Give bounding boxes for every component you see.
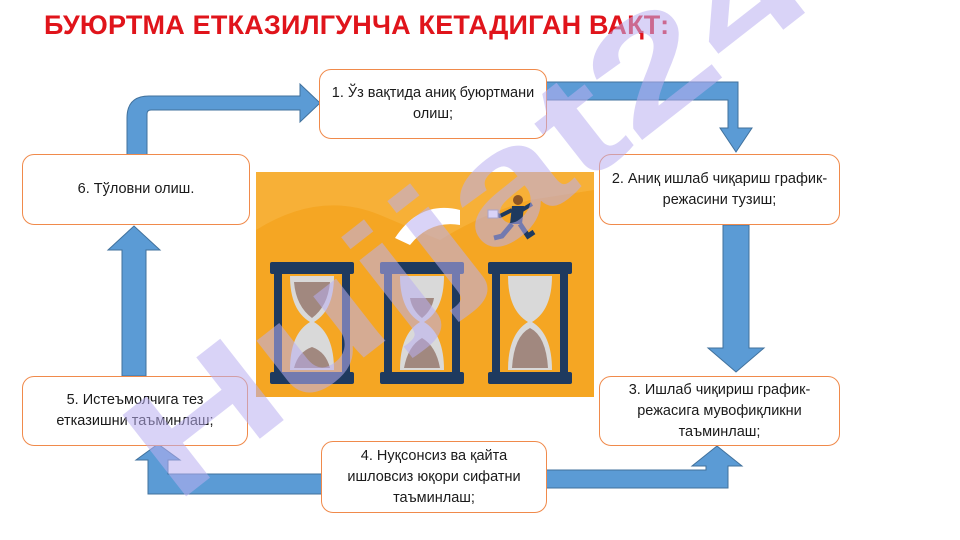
- step-5-text: 5. Истеъмолчига тез етказишни таъминлаш;: [56, 392, 214, 429]
- running-businessman-icon: [487, 195, 536, 241]
- arrow-4-to-5: [134, 443, 323, 495]
- step-3-text: 3. Ишлаб чиқириш график-режасига мувофиқ…: [628, 381, 811, 440]
- slide-title: БУЮРТМА ЕТКАЗИЛГУНЧА КЕТАДИГАН ВАҚТ:: [44, 10, 670, 40]
- step-6-text: 6. Тўловни олиш.: [77, 181, 195, 197]
- step-4-text: 4. Нуқсонсиз ва қайта ишловсиз юқори сиф…: [347, 447, 521, 506]
- arrow-6-to-1: [126, 82, 321, 156]
- arrow-5-to-6: [106, 225, 162, 377]
- step-2-text: 2. Аниқ ишлаб чиқариш график-режасини ту…: [611, 170, 828, 208]
- step-6-box: 6. Тўловни олиш.: [22, 154, 250, 225]
- hourglass-icon: [488, 262, 572, 384]
- step-3-box: 3. Ишлаб чиқириш график-режасига мувофиқ…: [599, 376, 840, 446]
- step-4-box: 4. Нуқсонсиз ва қайта ишловсиз юқори сиф…: [321, 441, 547, 513]
- step-5-box: 5. Истеъмолчига тез етказишни таъминлаш;: [22, 376, 248, 446]
- arrow-1-to-2: [545, 81, 753, 153]
- arrow-4-to-3: [545, 445, 744, 489]
- step-1-text: 1. Ўз вақтида аниқ буюртмани олиш;: [331, 85, 535, 122]
- arrow-2-to-3: [706, 224, 766, 373]
- hourglass-icon: [270, 262, 354, 384]
- step-1-box: 1. Ўз вақтида аниқ буюртмани олиш;: [319, 69, 547, 139]
- step-2-box: 2. Аниқ ишлаб чиқариш график-режасини ту…: [599, 154, 840, 225]
- hourglass-icon: [380, 262, 464, 384]
